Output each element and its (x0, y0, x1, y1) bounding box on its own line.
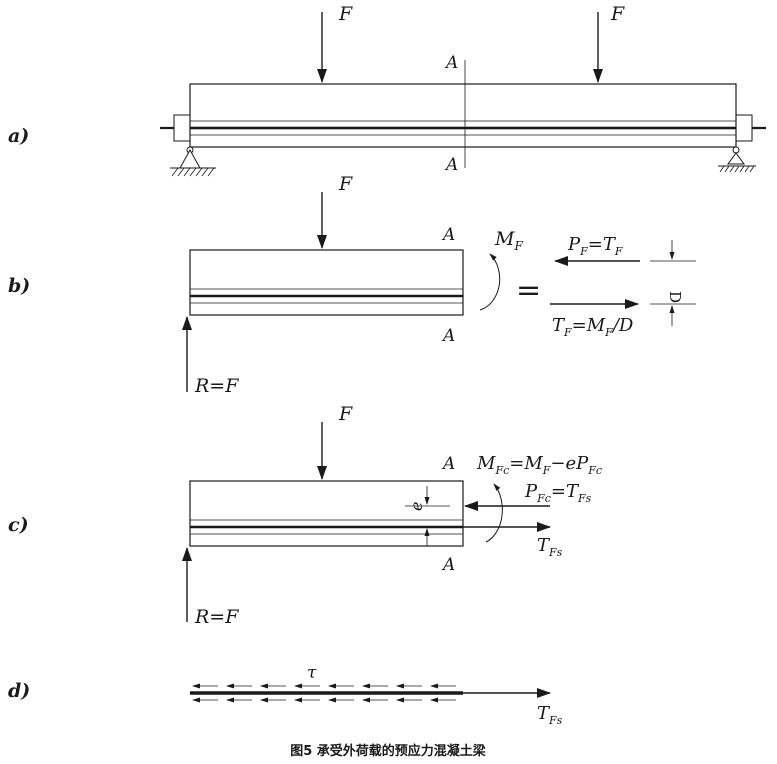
panel-b-label: b) (8, 275, 30, 297)
tension-label: TFs (537, 703, 563, 727)
tension-label: TF=MF/D (552, 315, 634, 339)
bond-stress-label: τ (307, 663, 317, 683)
compression-label: PFc=TFs (524, 481, 592, 505)
eccentricity-label: e (407, 502, 426, 511)
moment-arc (479, 253, 501, 311)
moment-arc (485, 483, 503, 543)
load-label-right: F (610, 3, 625, 25)
panel-a-label: a) (8, 125, 29, 147)
tension-label: TFs (537, 535, 563, 559)
section-label-bottom: A (441, 555, 455, 575)
right-anchorage (735, 114, 753, 142)
reaction-label: R=F (194, 375, 239, 397)
beam-body (189, 83, 737, 148)
beam-segment (189, 480, 464, 547)
panel-c: c) A A F R=F MFc=MF−ePFc PFc=TFs e TFs (8, 403, 602, 628)
section-label-top: A (441, 225, 455, 245)
panel-d-label: d) (8, 680, 30, 702)
eccentricity-dimension: e (405, 486, 450, 546)
moment-label: MFc=MF−ePFc (476, 453, 602, 477)
lever-arm-label: D (666, 291, 684, 303)
reaction-label: R=F (194, 606, 239, 628)
panel-a: a) A A F F (8, 3, 766, 177)
pinned-support (170, 146, 216, 177)
roller-support (718, 146, 756, 173)
panel-d: d) TFs τ (8, 663, 563, 727)
section-label-top: A (441, 454, 455, 474)
section-label-bottom: A (441, 326, 455, 346)
panel-c-label: c) (8, 514, 29, 536)
load-label: F (338, 403, 353, 425)
equals-sign: = (516, 273, 541, 308)
load-label-left: F (338, 3, 353, 25)
lever-arm-dimension: D (650, 240, 696, 326)
beam-segment (189, 249, 464, 316)
section-label-top: A (444, 53, 458, 73)
figure-caption: 图5 承受外荷载的预应力混凝土梁 (290, 743, 487, 759)
left-anchorage (173, 114, 191, 142)
compression-label: PF=TF (567, 234, 623, 258)
panel-b: b) A A F R=F MF = PF=TF TF=MF/D D (8, 173, 696, 397)
section-label-bottom: A (444, 155, 458, 175)
load-label: F (338, 173, 353, 195)
moment-label: MF (494, 228, 523, 253)
